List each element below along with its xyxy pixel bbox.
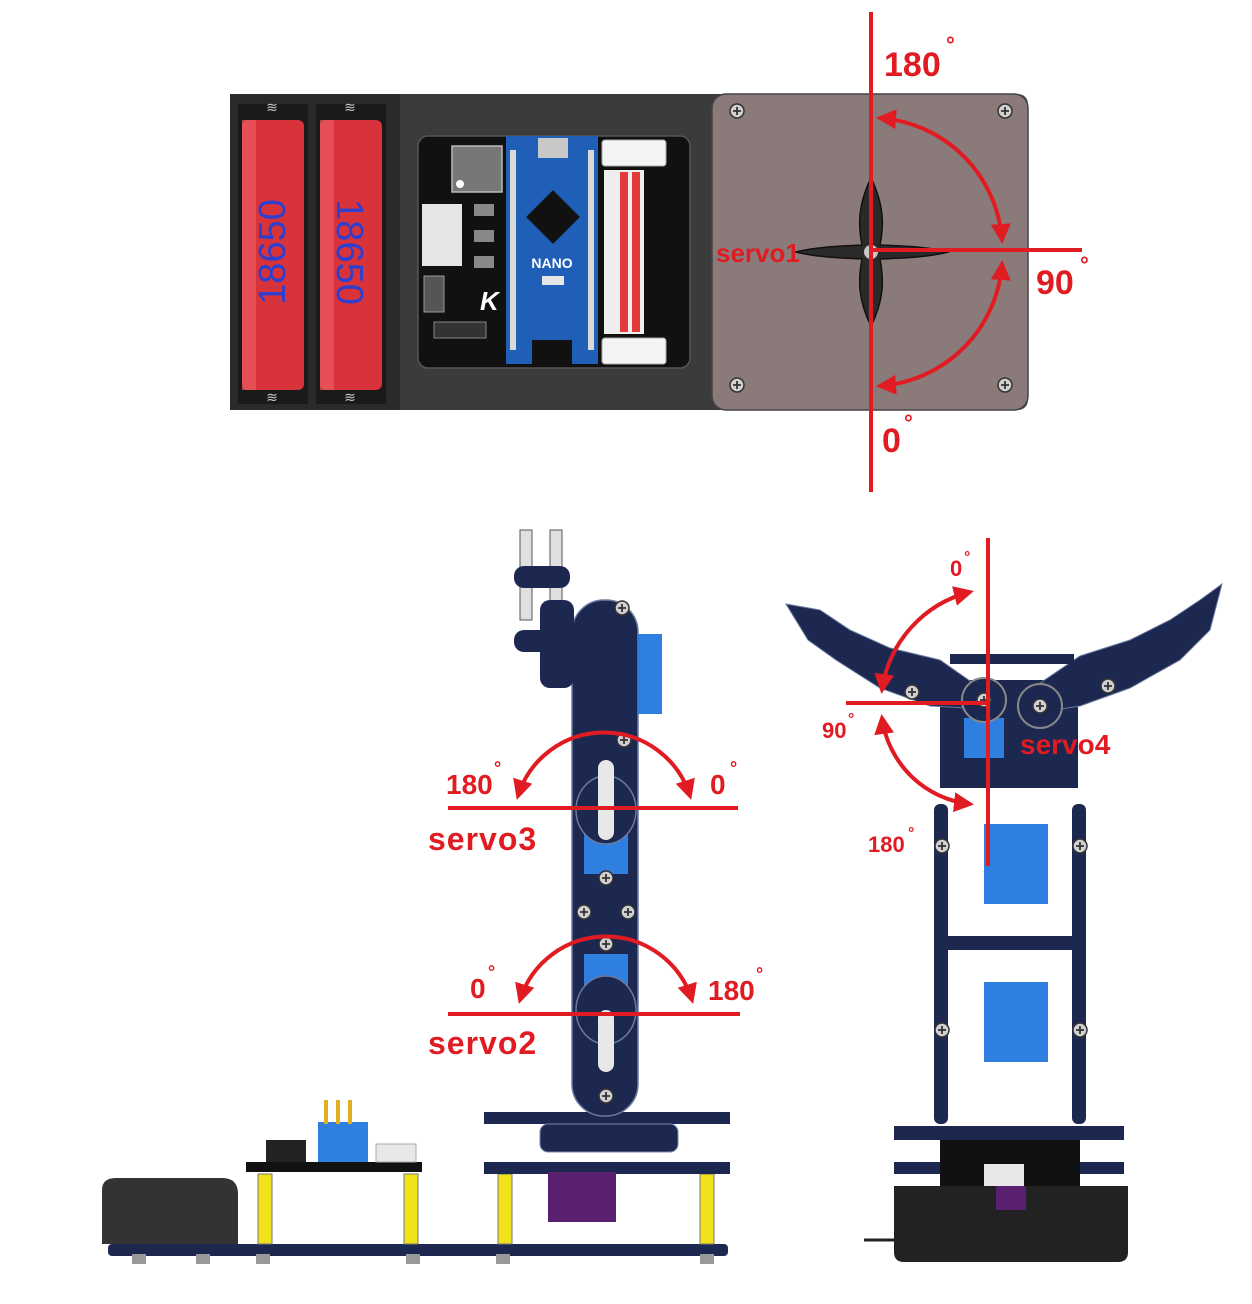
- usb-port-icon: [538, 138, 568, 158]
- screw-icon: [1101, 679, 1115, 693]
- side-servo-top: [638, 634, 662, 714]
- screw-icon: [998, 104, 1012, 118]
- connector-top: [602, 140, 666, 166]
- degree-symbol-icon: °: [908, 825, 914, 842]
- arduino-nano: [506, 136, 598, 364]
- screw-icon: [905, 685, 919, 699]
- servo4-label: servo4: [1020, 729, 1111, 760]
- servo3-horn: [598, 760, 614, 840]
- front-servo-upper: [984, 824, 1048, 904]
- spring-icon: ≋: [344, 389, 356, 405]
- nano-label: NANO: [531, 255, 572, 271]
- screw-icon: [599, 871, 613, 885]
- screw-icon: [577, 905, 591, 919]
- battery-right-label: 18650: [328, 199, 370, 305]
- degree-symbol-icon: °: [848, 711, 854, 728]
- battery-left-label: 18650: [252, 199, 294, 305]
- servo4-angle-90: 90: [822, 718, 846, 743]
- servo1-angle-0: 0: [882, 422, 901, 460]
- degree-symbol-icon: °: [756, 964, 763, 984]
- base-servo-motor: [548, 1172, 616, 1222]
- degree-symbol-icon: °: [964, 549, 970, 566]
- side-battery-box: [102, 1178, 238, 1244]
- servo2-label: servo2: [428, 1025, 537, 1061]
- servo3-label: servo3: [428, 821, 537, 857]
- spring-icon: ≋: [266, 389, 278, 405]
- yellow-standoffs: [258, 1174, 714, 1244]
- degree-symbol-icon: °: [730, 758, 737, 778]
- servo4-angle-180: 180: [868, 832, 905, 857]
- screw-icon: [998, 378, 1012, 392]
- servo4-body: [964, 718, 1004, 758]
- screw-icon: [615, 601, 629, 615]
- nano-pins-left: [510, 150, 516, 350]
- screw-icon: [935, 1023, 949, 1037]
- board-brand-logo: K: [480, 286, 501, 316]
- battery-right: 18650 ≋ ≋: [316, 99, 386, 405]
- connector-bottom: [602, 338, 666, 364]
- front-servo-lower: [984, 982, 1048, 1062]
- top-view: 18650 ≋ ≋ 18650 ≋ ≋ K: [230, 12, 1089, 492]
- side-view: 180 ° 0 ° servo3 0 ° 180 ° servo2: [102, 530, 763, 1264]
- screw-icon: [1073, 839, 1087, 853]
- servo1-label: servo1: [716, 238, 800, 268]
- power-jack: [422, 204, 462, 266]
- servo3-angle-0: 0: [710, 769, 726, 800]
- servo4-angle-0: 0: [950, 556, 962, 581]
- servo2-angle-0: 0: [470, 973, 486, 1004]
- screw-icon: [730, 378, 744, 392]
- servo1-angle-180: 180: [884, 46, 941, 84]
- screw-icon: [599, 937, 613, 951]
- screw-icon: [621, 905, 635, 919]
- battery-left: 18650 ≋ ≋: [238, 99, 308, 405]
- front-view: 0 ° 90 ° 180 ° servo4: [786, 538, 1222, 1262]
- degree-symbol-icon: °: [488, 962, 495, 982]
- degree-symbol-icon: °: [904, 410, 913, 435]
- servo3-angle-180: 180: [446, 769, 493, 800]
- spring-icon: ≋: [266, 99, 278, 115]
- spring-icon: ≋: [344, 99, 356, 115]
- servo2-angle-180: 180: [708, 975, 755, 1006]
- nano-pins-right: [588, 150, 594, 350]
- degree-symbol-icon: °: [1080, 252, 1089, 277]
- servo2-horn: [598, 1010, 614, 1072]
- control-board: K NANO: [418, 136, 690, 368]
- screw-icon: [1073, 1023, 1087, 1037]
- screw-icon: [730, 104, 744, 118]
- screw-icon: [935, 839, 949, 853]
- screw-icon: [1033, 699, 1047, 713]
- servo1-angle-90: 90: [1036, 264, 1074, 302]
- screw-icon: [599, 1089, 613, 1103]
- degree-symbol-icon: °: [494, 758, 501, 778]
- side-pcb: [246, 1162, 422, 1172]
- degree-symbol-icon: °: [946, 32, 955, 57]
